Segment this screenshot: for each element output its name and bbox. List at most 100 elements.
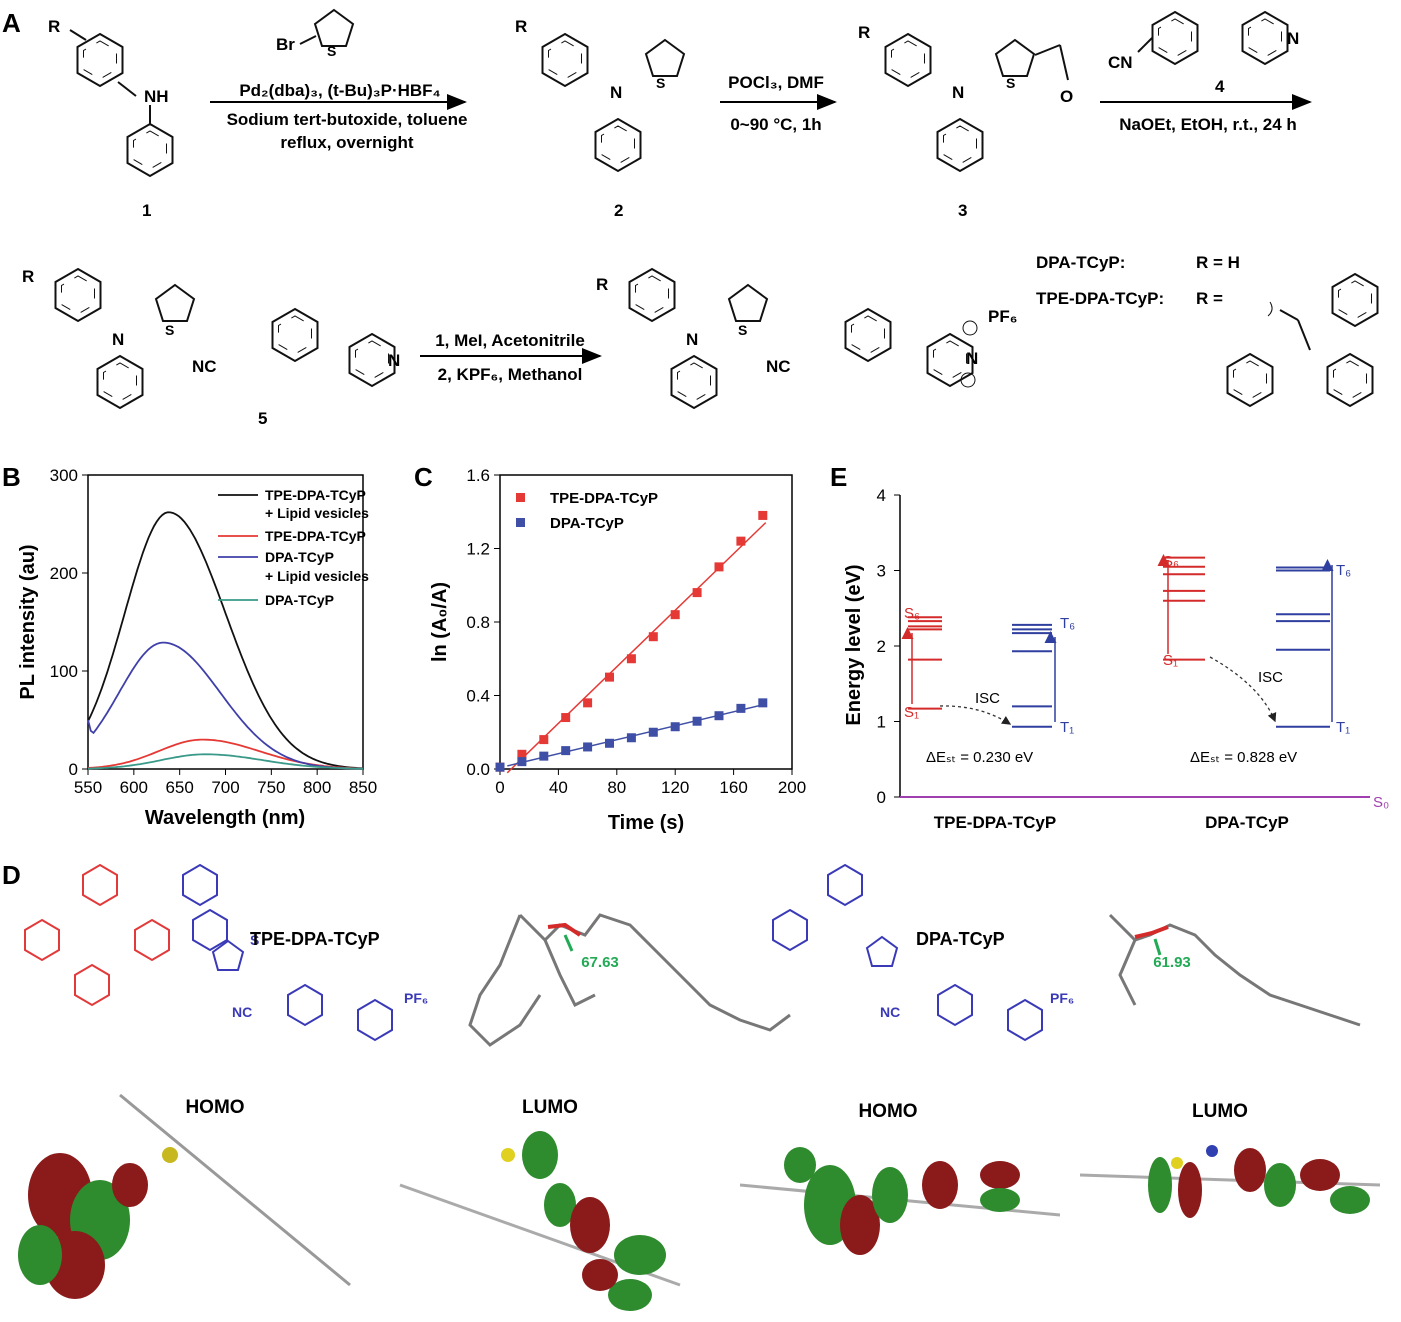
- x-tick-label: 160: [719, 778, 747, 797]
- reaction-step-3: CN N 4 NaOEt, EtOH, r.t., 24 h: [1100, 11, 1312, 134]
- optimized-geometry-2: [1108, 913, 1361, 1027]
- data-point: [692, 716, 702, 726]
- reaction-1-line-1: Pd₂(dba)₃, (t-Bu)₃P·HBF₄: [239, 81, 440, 100]
- svg-text:R = H: R = H: [1196, 253, 1240, 272]
- legend: TPE-DPA-TCyP + Lipid vesicles TPE-DPA-TC…: [218, 487, 369, 608]
- data-point: [561, 746, 571, 756]
- x-tick-label: 0: [495, 778, 504, 797]
- data-point: [758, 698, 768, 708]
- t6-label: T₆: [1060, 615, 1075, 632]
- data-point: [736, 536, 746, 546]
- legend-label: DPA-TCyP: [265, 592, 334, 608]
- y-tick-label: 2: [877, 637, 886, 656]
- y-tick-label: 0: [877, 788, 886, 807]
- reaction-step-4: 1, MeI, Acetonitrile 2, KPF₆, Methanol: [420, 331, 602, 384]
- compound-2-number: 2: [614, 201, 623, 220]
- svg-text:O: O: [1060, 87, 1073, 106]
- reaction-step-2: POCl₃, DMF 0~90 °C, 1h: [720, 73, 837, 134]
- delta-est-1: ΔEₛₜ = 0.230 eV: [926, 749, 1033, 766]
- data-point: [583, 698, 593, 708]
- molecular-structures: S NC PF₆ TPE-DPA-TCyP TPE-DPA-TCyP 67.63…: [18, 864, 1381, 1311]
- svg-text:N: N: [112, 330, 124, 349]
- data-point: [648, 727, 658, 737]
- legend: TPE-DPA-TCyP DPA-TCyP: [516, 490, 658, 532]
- nh-label: NH: [144, 87, 169, 106]
- spectrum-line-1: [87, 738, 364, 770]
- category-label: TPE-DPA-TCyP: [934, 813, 1056, 832]
- svg-text:DPA-TCyP:: DPA-TCyP:: [1036, 253, 1125, 272]
- svg-text:NC: NC: [766, 357, 791, 376]
- x-tick-label: 650: [165, 778, 193, 797]
- dihedral-angle-1: 67.63: [581, 954, 619, 971]
- svg-text:R: R: [515, 17, 527, 36]
- r-definitions: DPA-TCyP: R = H TPE-DPA-TCyP: R =: [1036, 253, 1379, 407]
- y-tick-label: 0.4: [466, 687, 490, 706]
- reaction-2-line-1: POCl₃, DMF: [728, 73, 824, 92]
- reagent-4-number: 4: [1215, 77, 1225, 96]
- svg-text:S: S: [165, 322, 174, 338]
- plot-frame: [499, 474, 793, 770]
- x-axis-label: Wavelength (nm): [145, 807, 305, 829]
- svg-text:PF₆: PF₆: [404, 990, 428, 1006]
- data-point: [670, 722, 680, 732]
- data-point: [605, 738, 614, 748]
- data-point: [626, 654, 636, 664]
- lumo-label-2: LUMO: [1192, 1101, 1248, 1122]
- svg-text:N: N: [388, 351, 400, 370]
- data-point: [692, 588, 702, 598]
- br-label: Br: [276, 35, 295, 54]
- s6-label: S₆: [904, 605, 920, 622]
- y-tick-label: 1: [877, 713, 886, 732]
- legend-label: + Lipid vesicles: [265, 568, 369, 584]
- compound-3: R N S O 3: [858, 23, 1073, 220]
- x-tick-label: 80: [607, 778, 626, 797]
- compound-5-number: 5: [258, 409, 267, 428]
- spectrum-line-0: [87, 511, 364, 770]
- y-tick-label: 1.2: [466, 540, 490, 559]
- molecule-name-1-label: TPE-DPA-TCyP: [250, 929, 380, 949]
- reaction-3-line: NaOEt, EtOH, r.t., 24 h: [1119, 115, 1297, 134]
- data-point: [670, 610, 680, 620]
- x-tick-label: 600: [120, 778, 148, 797]
- s1-label: S₁: [1163, 652, 1178, 669]
- homo-orbital-1: [18, 1093, 351, 1299]
- data-point: [714, 711, 724, 721]
- legend-label: + Lipid vesicles: [265, 505, 369, 521]
- y-tick-label: 0.0: [466, 760, 490, 779]
- legend-label: TPE-DPA-TCyP: [265, 528, 366, 544]
- data-point: [736, 703, 746, 713]
- panel-label-a: A: [2, 8, 21, 38]
- homo-label-1: HOMO: [185, 1097, 244, 1118]
- isc-label: ISC: [975, 690, 1000, 707]
- compound-3-number: 3: [958, 201, 967, 220]
- data-point: [626, 733, 636, 743]
- data-point: [517, 749, 527, 759]
- y-tick-label: 300: [50, 466, 78, 485]
- data-point: [648, 632, 658, 642]
- x-axis-label: Time (s): [608, 812, 684, 834]
- svg-text:PF₆: PF₆: [988, 307, 1017, 326]
- data-point: [714, 562, 724, 572]
- svg-text:N: N: [686, 330, 698, 349]
- product-structure: R N S NC N PF₆: [596, 268, 1017, 409]
- y-tick-label: 3: [877, 562, 886, 581]
- panel-label-e: E: [830, 462, 848, 492]
- svg-text:S: S: [738, 322, 747, 338]
- svg-text:N: N: [952, 83, 964, 102]
- spectrum-line-3: [87, 753, 364, 770]
- lumo-orbital-1: [399, 1131, 681, 1311]
- s1-label: S₁: [904, 704, 919, 721]
- transition-annotations: ISC ISC S₁ S₆ T₁ T₆ S₁ S₆ T₁ T₆ ΔEₛₜ = 0…: [901, 553, 1351, 766]
- svg-text:NC: NC: [232, 1004, 252, 1020]
- y-axis-label: PL intensity (au): [17, 544, 39, 699]
- reaction-4-line-2: 2, KPF₆, Methanol: [438, 365, 583, 384]
- legend-label: DPA-TCyP: [265, 549, 334, 565]
- s-label: S: [327, 43, 336, 59]
- legend-label: TPE-DPA-TCyP: [265, 487, 366, 503]
- data-point: [495, 762, 505, 772]
- molecule-name-2-label: DPA-TCyP: [916, 929, 1005, 949]
- s6-label: S₆: [1163, 553, 1179, 570]
- panel-label-c: C: [414, 462, 433, 492]
